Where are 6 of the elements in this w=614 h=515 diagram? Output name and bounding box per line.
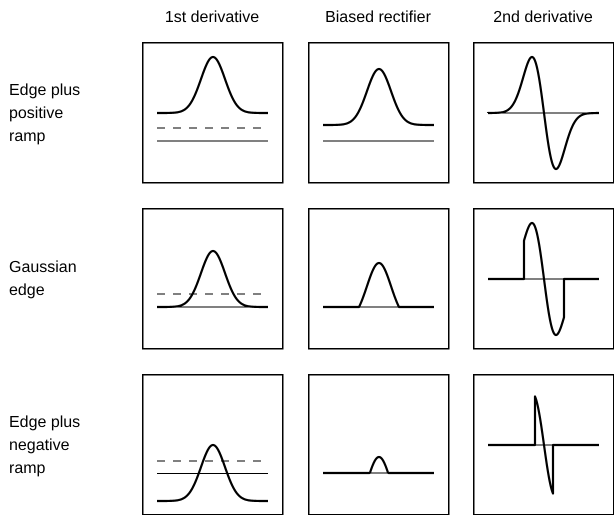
row-heading: Gaussian edge — [9, 258, 78, 301]
row-heading: Edge plus negative ramp — [9, 412, 82, 478]
column-heading: Biased rectifier — [324, 8, 432, 28]
row-heading: Edge plus positive ramp — [9, 80, 82, 146]
column-heading: 2nd derivative — [492, 8, 594, 28]
column-heading: 1st derivative — [164, 8, 260, 28]
